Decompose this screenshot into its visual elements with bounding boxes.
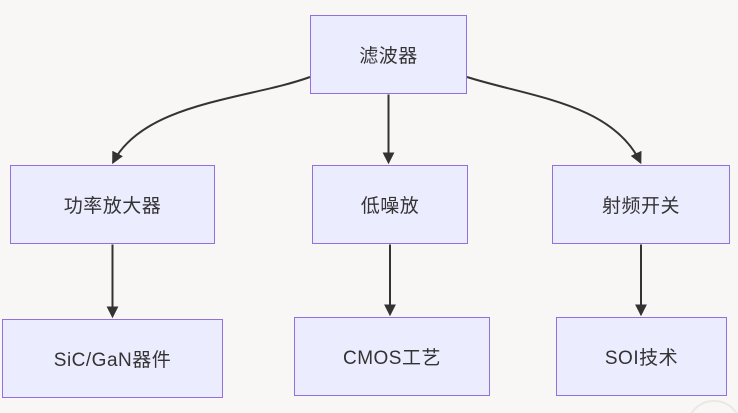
node-cmos-process: CMOS工艺: [294, 317, 490, 396]
node-power-amplifier-label: 功率放大器: [63, 196, 162, 217]
node-filter: 滤波器: [310, 15, 467, 94]
watermark-arc: [690, 400, 738, 413]
edge-filter-to-rf-switch: [466, 76, 642, 165]
node-lna: 低噪放: [312, 165, 468, 244]
node-filter-label: 滤波器: [359, 46, 418, 67]
node-rf-switch-label: 射频开关: [601, 196, 680, 217]
node-sic-gan-devices: SiC/GaN器件: [2, 319, 223, 398]
node-cmos-process-label: CMOS工艺: [342, 348, 441, 369]
node-rf-switch: 射频开关: [552, 165, 730, 244]
edge-filter-to-power-amplifier: [112, 76, 311, 165]
node-lna-label: 低噪放: [360, 196, 420, 217]
node-power-amplifier: 功率放大器: [10, 165, 215, 244]
node-soi-technology-label: SOI技术: [604, 348, 679, 369]
node-soi-technology: SOI技术: [556, 317, 727, 396]
node-sic-gan-devices-label: SiC/GaN器件: [53, 350, 172, 371]
